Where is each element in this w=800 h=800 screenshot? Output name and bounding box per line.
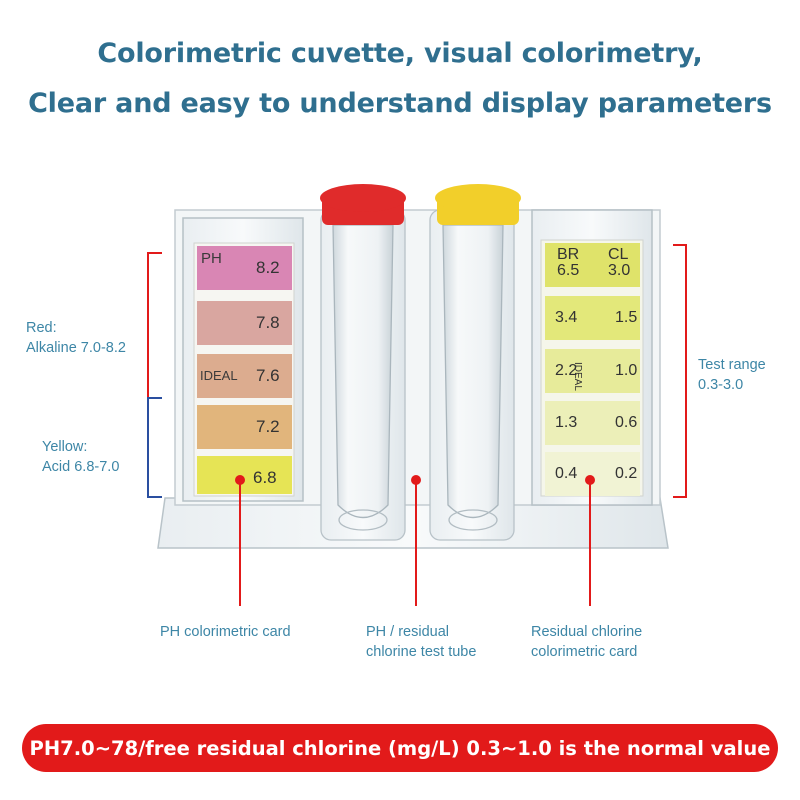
ph-card-caption: PH colorimetric card (160, 624, 291, 640)
cl-cl-0-6: 0.6 (615, 414, 638, 431)
heading-line-2: Clear and easy to understand display par… (28, 88, 772, 119)
red-alkaline-label: Red: Alkaline 7.0-8.2 (26, 320, 126, 356)
cl-swatch (545, 296, 640, 340)
cl-br-3-4: 3.4 (555, 309, 578, 326)
ph-value-6-8: 6.8 (253, 468, 277, 487)
ph-swatch (197, 354, 292, 398)
ph-value-7-8: 7.8 (256, 313, 280, 332)
cl-card-cl-sub: 3.0 (608, 262, 631, 279)
cl-card-caption: Residual chlorine colorimetric card (531, 624, 643, 660)
ph-swatch (197, 456, 292, 494)
heading-line-1: Colorimetric cuvette, visual colorimetry… (97, 38, 703, 69)
cl-swatch (545, 349, 640, 393)
cl-br-2-2: 2.2 (555, 362, 578, 379)
normal-value-banner: PH7.0~78/free residual chlorine (mg/L) 0… (22, 724, 778, 772)
cl-cl-1-0: 1.0 (615, 362, 638, 379)
cap-yellow (435, 184, 521, 225)
cl-card-cl-title: CL (608, 246, 629, 263)
bracket-red-left (147, 252, 162, 399)
test-tube-right (429, 209, 515, 541)
cl-header-swatch (545, 243, 640, 287)
ph-value-8-2: 8.2 (256, 258, 280, 277)
ph-card-ideal-label: IDEAL (200, 368, 238, 383)
cl-card-ideal-label: IDEAL (572, 362, 583, 391)
test-tube-left (320, 209, 406, 541)
cl-swatch (545, 401, 640, 445)
cl-cl-0-2: 0.2 (615, 465, 638, 482)
comparator-kit-image (147, 184, 687, 606)
yellow-acid-label: Yellow: Acid 6.8-7.0 (42, 439, 120, 475)
cl-card-br-title: BR (557, 246, 580, 263)
ph-value-7-2: 7.2 (256, 417, 280, 436)
cl-br-0-4: 0.4 (555, 465, 578, 482)
ph-value-7-6: 7.6 (256, 366, 280, 385)
cl-card-br-sub: 6.5 (557, 262, 580, 279)
test-range-label: Test range 0.3-3.0 (698, 357, 766, 393)
test-tube-caption: PH / residual chlorine test tube (366, 624, 477, 660)
ph-swatch (197, 246, 292, 290)
cap-red (320, 184, 406, 225)
ph-card-title: PH (201, 250, 222, 267)
bracket-red-right (673, 244, 687, 498)
ph-swatch (197, 301, 292, 345)
ph-swatch (197, 405, 292, 449)
bracket-blue-left (147, 397, 162, 498)
cl-cl-1-5: 1.5 (615, 309, 638, 326)
cl-swatch (545, 452, 640, 496)
cl-br-1-3: 1.3 (555, 414, 578, 431)
